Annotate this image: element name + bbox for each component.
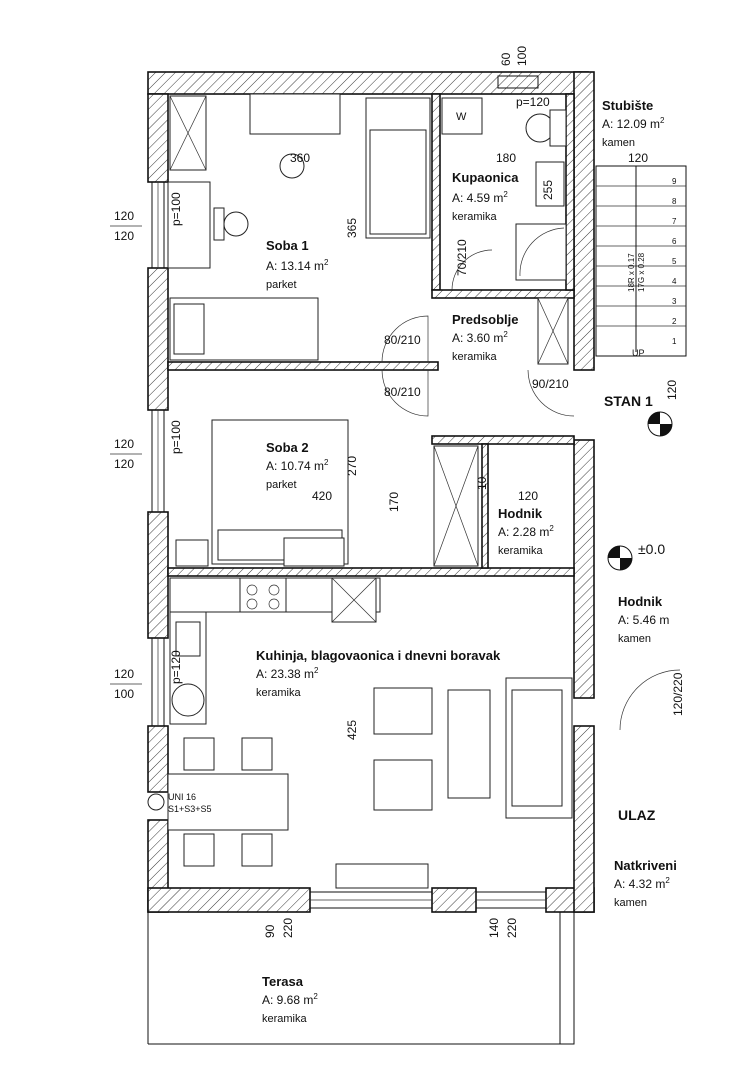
dim-420: 420 [312,489,332,503]
room-stubiste-area: A: 12.09 m2 [602,116,665,131]
stair-number: 5 [672,257,677,266]
stair-number: 1 [672,337,677,346]
level-markers [607,411,673,571]
room-kupaonica-area: A: 4.59 m2 [452,190,508,205]
stair-number: 3 [672,297,677,306]
dim-top-60: 60 [499,52,513,66]
uni-sub-label: S1+S3+S5 [168,804,212,814]
dim-window1-b: 120 [114,229,134,243]
dim-360: 360 [290,151,310,165]
dim-255: 255 [541,180,555,200]
dim-p100-a: p=100 [169,192,183,226]
room-kupaonica-material: keramika [452,211,498,223]
room-hodnik-name: Hodnik [498,506,543,521]
room-soba1-material: parket [266,279,297,291]
dim-70-210: 70/210 [455,239,469,276]
room-natkriveni-area: A: 4.32 m2 [614,876,670,891]
room-predsoblje-area: A: 3.60 m2 [452,330,508,345]
room-soba2-area: A: 10.74 m2 [266,458,329,473]
dim-window2-a: 120 [114,437,134,451]
dimensions: 60 100 p=120 180 120 360 365 255 70/210 … [110,46,685,938]
stair-number: 6 [672,237,677,246]
stair-rise-label: 18R x 0.17 [627,253,636,292]
room-hodnik-area: A: 2.28 m2 [498,524,554,539]
stairs [595,165,687,357]
dim-bottom-90: 90 [263,924,277,938]
window-top [497,75,539,89]
room-terasa-area: A: 9.68 m2 [262,992,318,1007]
dim-stair-120: 120 [628,151,648,165]
interior-walls [167,93,575,577]
dim-bottom-220-a: 220 [281,918,295,938]
room-soba2-name: Soba 2 [266,440,309,455]
stair-number: 9 [672,177,677,186]
dim-hodnik-120: 120 [518,489,538,503]
dim-bottom-220-b: 220 [505,918,519,938]
room-predsoblje-name: Predsoblje [452,312,518,327]
dim-p120: p=120 [516,95,550,109]
room-natkriveni-material: kamen [614,897,647,909]
room-natkriveni-name: Natkriveni [614,858,677,873]
dim-365: 365 [345,218,359,238]
stair-going-label: 17G x 0.28 [637,252,646,292]
room-soba1-area: A: 13.14 m2 [266,258,329,273]
windows-bottom [309,891,547,909]
room-stubiste-name: Stubište [602,98,653,113]
stair-number: 8 [672,197,677,206]
dim-180: 180 [496,151,516,165]
dim-right-120-220: 120/220 [671,672,685,716]
room-predsoblje-material: keramika [452,351,498,363]
furniture-bathroom [441,97,569,365]
room-hodnik-ext-name: Hodnik [618,594,663,609]
room-soba1-name: Soba 1 [266,238,309,253]
dim-window2-b: 120 [114,457,134,471]
furniture-soba2 [175,419,479,567]
dim-p100-b: p=100 [169,420,183,454]
dim-270: 270 [345,456,359,476]
room-kuhinja-name: Kuhinja, blagovaonica i dnevni boravak [256,648,501,663]
doors [381,249,681,731]
dim-90-210: 90/210 [532,377,569,391]
room-kupaonica-name: Kupaonica [452,170,519,185]
room-hodnik-material: keramika [498,545,544,557]
room-kuhinja-material: keramika [256,687,302,699]
dim-p120-b: p=120 [169,650,183,684]
dim-top-100: 100 [515,46,529,66]
entrance-label: ULAZ [618,807,656,823]
room-kuhinja-area: A: 23.38 m2 [256,666,319,681]
dim-window3-a: 120 [114,667,134,681]
uni-label: UNI 16 [168,792,196,802]
furniture-kitchen [147,577,573,889]
apartment-label: STAN 1 [604,393,653,409]
level-label: ±0.0 [638,541,665,557]
dim-80-210-b: 80/210 [384,385,421,399]
dim-bottom-140: 140 [487,918,501,938]
room-terasa-name: Terasa [262,974,304,989]
terrace-outline [147,911,575,1045]
dim-window1-a: 120 [114,209,134,223]
stair-up-label: UP [632,348,645,358]
dim-425: 425 [345,720,359,740]
dim-window3-b: 100 [114,687,134,701]
room-hodnik-ext-area: A: 5.46 m [618,613,669,627]
dim-10: 10 [475,476,489,490]
dim-170: 170 [387,492,401,512]
washer-label: W [456,111,467,123]
stair-number: 7 [672,217,677,226]
stair-number: 2 [672,317,677,326]
stair-number: 4 [672,277,677,286]
dim-right-120: 120 [665,380,679,400]
stair-numbers: 9 8 7 6 5 4 3 2 1 [672,177,677,346]
furniture-soba1 [167,93,431,361]
dim-80-210-a: 80/210 [384,333,421,347]
windows-left [151,181,165,727]
room-stubiste-material: kamen [602,137,635,149]
room-terasa-material: keramika [262,1013,308,1025]
room-soba2-material: parket [266,479,297,491]
room-hodnik-ext-material: kamen [618,633,651,645]
